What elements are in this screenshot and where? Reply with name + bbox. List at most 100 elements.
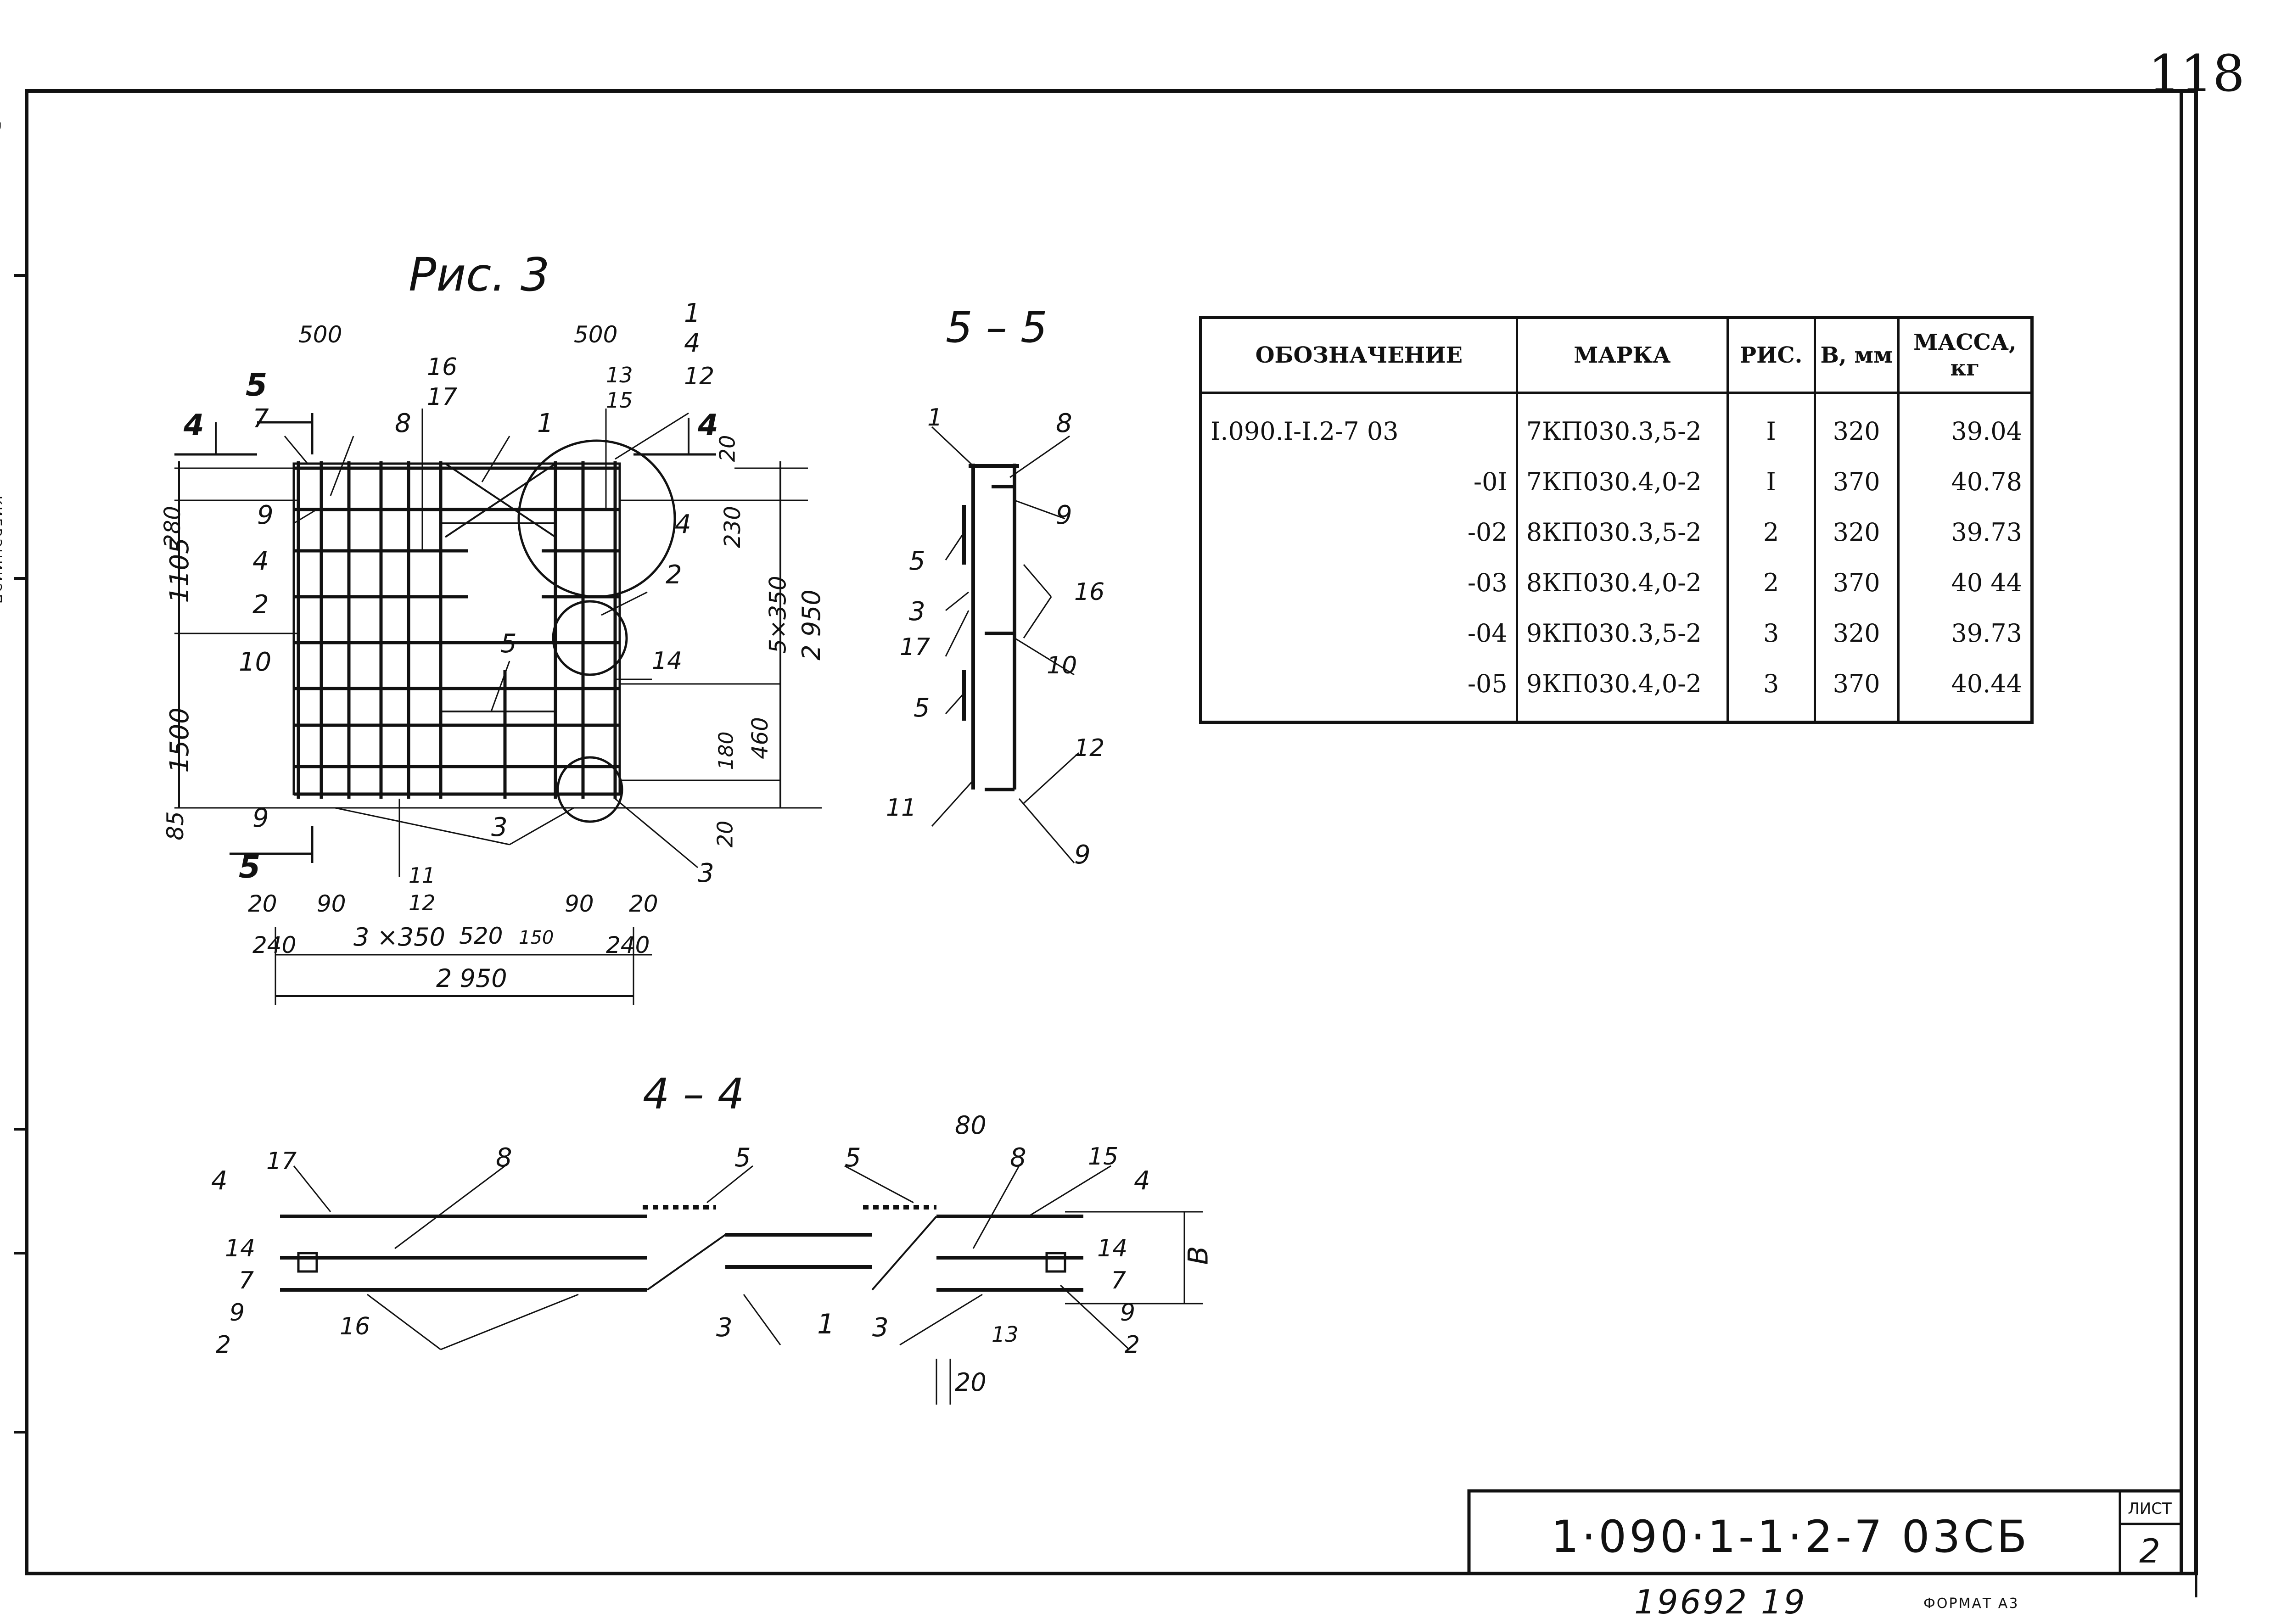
cell-fig: 3: [1726, 608, 1816, 658]
cell-b: 320: [1813, 507, 1900, 557]
callout: 9: [1056, 500, 1072, 530]
dim-label: 460: [747, 717, 773, 759]
callout: 8: [395, 409, 411, 438]
callout: 1: [684, 298, 701, 328]
cell-fig: 2: [1726, 507, 1816, 557]
callout: 7: [239, 1267, 254, 1294]
dim-label: 150: [519, 927, 554, 948]
dim-label: 230: [719, 506, 746, 548]
callout: 8: [1010, 1143, 1026, 1173]
header-designation: ОБОЗНАЧЕНИЕ: [1200, 316, 1518, 394]
callout: 4: [1134, 1166, 1150, 1196]
cell-mark: 7КП030.4,0-2: [1515, 456, 1729, 507]
callout: 8: [496, 1143, 512, 1173]
organization-stamp: КИЕВЗНИИЭП: [0, 496, 5, 606]
callout: 4: [184, 409, 204, 442]
approval-signature: Ред.:: [0, 119, 4, 167]
figure-title: Рис. 3: [409, 248, 550, 302]
callout: 5: [239, 849, 261, 885]
callout: 12: [684, 363, 715, 390]
format-label: ФОРМАТ А3: [1923, 1596, 2019, 1612]
callout: 17: [427, 383, 458, 411]
dim-label: 20: [629, 890, 658, 917]
callout: 3: [909, 597, 925, 627]
page-number: 118: [2148, 44, 2245, 103]
callout: 5: [914, 693, 930, 723]
callout: 15: [606, 388, 633, 413]
callout: 10: [1047, 652, 1077, 679]
fig3-plan: [174, 409, 822, 1005]
callout: 10: [239, 647, 272, 677]
cell-fig: I: [1726, 392, 1816, 456]
callout: 12: [1074, 734, 1105, 762]
section-4-4: [280, 1165, 1203, 1405]
section-5-5-title: 5 – 5: [946, 303, 1048, 352]
dim-label: 1500: [164, 707, 195, 773]
dim-label: 20: [712, 820, 738, 848]
callout: 2: [1125, 1331, 1140, 1359]
callout: 4: [675, 510, 691, 539]
dim-label: 3 ×350: [353, 923, 445, 952]
callout: 9: [230, 1299, 245, 1327]
dim-label: 90: [317, 890, 346, 917]
callout: 14: [652, 647, 683, 675]
table-row: -04 9КП030.3,5-2 3 320 39.73: [1200, 608, 2034, 658]
section-4-4-title: 4 – 4: [643, 1070, 745, 1119]
callout: 8: [1056, 409, 1072, 438]
dim-label: В: [1182, 1246, 1215, 1265]
cell-mass: 39.04: [1897, 392, 2034, 456]
dim-label: 85: [162, 811, 189, 840]
cell-fig: I: [1726, 456, 1816, 507]
callout: 5: [845, 1143, 861, 1173]
callout: 4: [252, 546, 269, 576]
dim-label: 2 950: [796, 589, 826, 661]
callout: 3: [698, 858, 714, 888]
callout: 16: [1074, 578, 1105, 606]
title-block: [1467, 1489, 2183, 1575]
header-b: B, мм: [1813, 316, 1900, 394]
callout: 2: [666, 560, 682, 590]
callout: 11: [409, 863, 436, 888]
callout: 17: [266, 1148, 297, 1175]
callout: 7: [252, 404, 269, 434]
inventory-number: 19692 19: [1634, 1583, 1807, 1621]
cell-mass: 40.78: [1897, 456, 2034, 507]
cell-b: 370: [1813, 557, 1900, 608]
cell-designation: -05: [1200, 658, 1518, 722]
callout: 4: [698, 409, 718, 442]
sheet-number: 2: [2139, 1532, 2160, 1570]
dim-label: 180: [714, 731, 738, 770]
sheet-label: ЛИСТ: [2128, 1500, 2172, 1518]
cell-designation: -0I: [1200, 456, 1518, 507]
cell-fig: 2: [1726, 557, 1816, 608]
dim-label: 5×350: [764, 576, 791, 654]
callout: 3: [872, 1313, 889, 1343]
callout: 16: [427, 353, 458, 381]
dim-label: 240: [606, 932, 650, 958]
callout: 5: [246, 367, 268, 403]
dim-label: 520: [459, 923, 503, 949]
callout: 4: [684, 328, 701, 358]
cell-b: 370: [1813, 658, 1900, 722]
callout: 9: [1074, 840, 1091, 870]
table-header-row: ОБОЗНАЧЕНИЕ МАРКА РИС. B, мм МАССА, кг: [1200, 316, 2034, 394]
sheet-frame: [25, 89, 2198, 1575]
dim-label: 90: [565, 890, 594, 917]
callout: 9: [257, 500, 274, 530]
cell-mark: 7КП030.3,5-2: [1515, 392, 1729, 456]
callout: 9: [1120, 1299, 1136, 1327]
callout: 15: [1088, 1143, 1119, 1170]
callout: 14: [225, 1235, 256, 1262]
callout: 12: [409, 890, 436, 915]
section-5-5: [931, 426, 1080, 863]
callout: 3: [491, 812, 508, 842]
dim-label: 20: [248, 890, 277, 917]
callout: 5: [500, 629, 517, 659]
header-mark: МАРКА: [1515, 316, 1729, 394]
dim-label: 20: [715, 435, 740, 462]
dim-label: 80: [955, 1111, 987, 1140]
cell-mark: 8КП030.3,5-2: [1515, 507, 1729, 557]
dim-label: 2 950: [436, 964, 507, 993]
cell-mark: 9КП030.4,0-2: [1515, 658, 1729, 722]
